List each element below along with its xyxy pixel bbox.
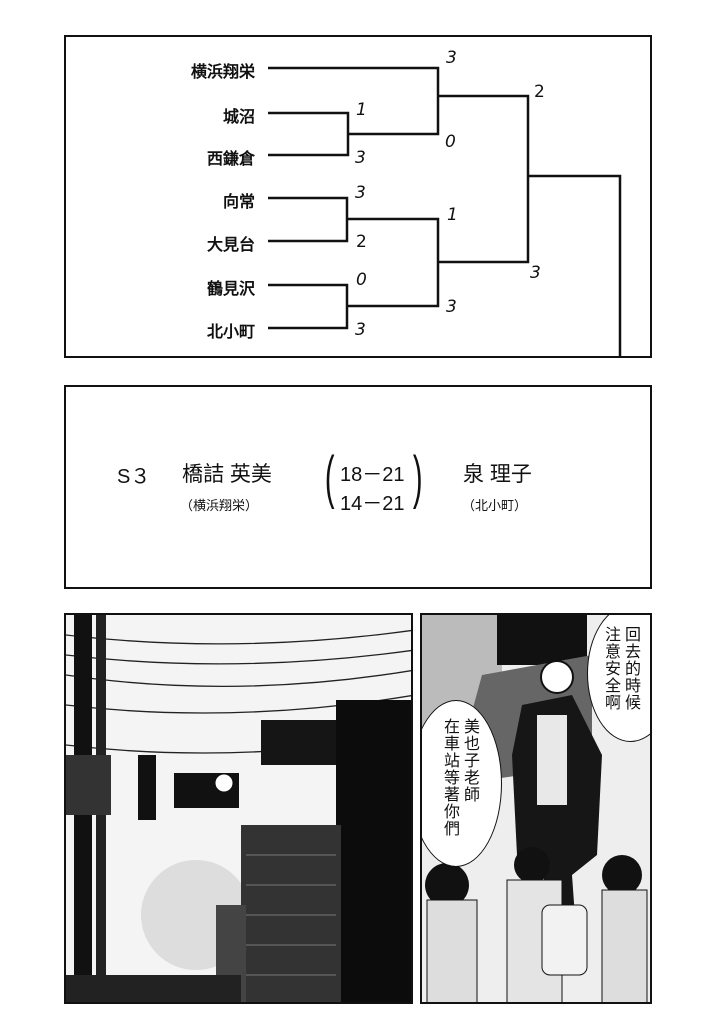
score: 1 (447, 205, 458, 225)
characters-panel (420, 613, 652, 1004)
building (336, 700, 411, 1002)
score: 3 (446, 48, 457, 68)
bag (541, 904, 588, 976)
player2-school: （北小町） (462, 498, 528, 513)
standing-man (512, 695, 602, 945)
game2-score: 14－21 (340, 493, 405, 515)
bracket-line (268, 283, 349, 330)
doorway (497, 615, 587, 665)
girl-right (602, 855, 642, 895)
score: 3 (530, 263, 541, 283)
team-name: 西鎌倉 (206, 149, 255, 168)
street-illustration (66, 615, 411, 1002)
speech-text: 注意安全啊 (602, 626, 621, 711)
team-name: 城沼 (222, 107, 255, 126)
score: 2 (356, 232, 367, 252)
game1-score: 18－21 (340, 464, 405, 486)
player1-school: （横浜翔栄） (180, 498, 259, 513)
team-name: 向常 (222, 192, 255, 211)
score: 0 (356, 270, 367, 290)
speech-bubble (422, 700, 502, 867)
bracket-line (438, 94, 530, 264)
tournament-bracket-panel (64, 35, 652, 358)
bracket-line (268, 111, 350, 157)
team-name: 横浜翔栄 (190, 62, 255, 81)
score: 3 (355, 320, 366, 340)
girl-left (425, 863, 469, 907)
match-result-panel (64, 385, 652, 589)
team-name: 鶴見沢 (206, 279, 255, 298)
bracket-line (268, 66, 440, 136)
score: 3 (355, 148, 366, 168)
score: 2 (534, 82, 545, 102)
bracket-line (528, 174, 622, 357)
team-name: 大見台 (206, 235, 255, 254)
score: 3 (355, 183, 366, 203)
score: 3 (446, 297, 457, 317)
speech-text: 回去的時候 (622, 626, 641, 711)
speech-text: 在車站等著你們 (441, 718, 460, 837)
score: 1 (356, 100, 367, 120)
match-slot: S３ (117, 466, 151, 488)
street-scene-panel (64, 613, 413, 1004)
signal-post (138, 755, 156, 820)
score: 0 (445, 132, 456, 152)
player1-name: 橋詰 英美 (182, 463, 272, 486)
bracket-paren-left: ( (324, 445, 335, 510)
boy-center (514, 847, 550, 883)
speech-text: 美也子老師 (461, 718, 480, 803)
team-name: 北小町 (206, 322, 255, 341)
bracket-line (268, 196, 349, 243)
bracket-paren-right: ) (412, 445, 423, 510)
bracket-line (347, 217, 440, 308)
player2-name: 泉 理子 (463, 463, 532, 486)
